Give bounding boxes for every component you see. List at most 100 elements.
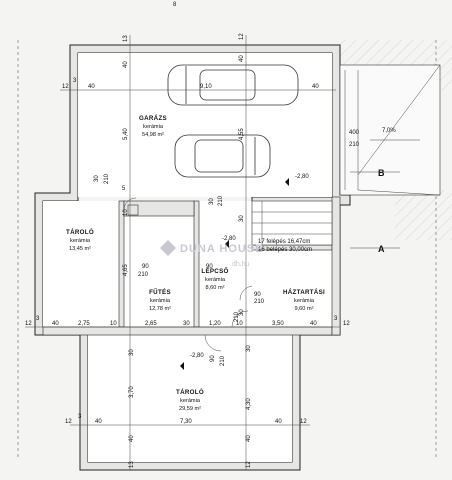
dim-row-40: 40 (52, 321, 59, 327)
wall-heating-stair (193, 200, 200, 328)
stairs (251, 200, 333, 246)
dim-bot-12: 12 (65, 419, 72, 425)
dim-bot-v12: 12 (246, 461, 252, 468)
dim-bot-3: 3 (78, 414, 82, 420)
level-markers (180, 178, 289, 370)
dim-row-3: 3 (36, 316, 40, 322)
dim-mid-30b: 30 (209, 198, 215, 205)
utility-material: kerámia (294, 298, 315, 304)
dim-row-275: 2,75 (78, 321, 90, 327)
dim-row-30a: 30 (183, 321, 190, 327)
terrain-hatch-mid (395, 190, 452, 240)
dim-top-12: 12 (62, 84, 69, 90)
ramp (339, 64, 441, 196)
heating-name: FŰTÉS (149, 288, 171, 296)
dim-mid-30a: 30 (94, 175, 100, 182)
wall-row-divider (42, 326, 333, 336)
dim-bot-40b: 40 (275, 419, 282, 425)
dim-bot-v40a: 40 (129, 435, 135, 442)
dim-top-40b: 40 (312, 84, 319, 90)
dim-bot-90: 90 (210, 355, 216, 362)
dim-row-10b: 10 (236, 321, 243, 327)
dim-mid-210c: 210 (138, 272, 149, 278)
dim-bot-v13: 13 (129, 461, 135, 468)
dim-v-540: 5,40 (123, 128, 129, 140)
dim-v-13: 13 (123, 35, 129, 42)
dim-bot-730: 7,30 (180, 419, 192, 425)
room-storage-left: TÁROLÓ kerámia 13,45 m² (66, 228, 94, 252)
room-garage: GARÁZS kerámia 54,98 m² (139, 115, 167, 138)
room-utility: HÁZTARTÁSI kerámia 9,60 m² (283, 289, 325, 312)
dim-bot-12b: 12 (300, 419, 307, 425)
section-arrows (350, 171, 400, 249)
dim-v-40r: 40 (239, 55, 245, 62)
dim-lp-90: 90 (206, 264, 213, 270)
stairwell-material: kerámia (205, 277, 226, 283)
stairwell-area: 8,60 m² (206, 285, 225, 291)
dim-top-910: 9,10 (200, 84, 212, 90)
dim-bot-v40b: 40 (246, 435, 252, 442)
dim-lp-210: 210 (234, 311, 240, 322)
room-stairwell: LÉPCSŐ kerámia 8,60 m² (201, 267, 228, 291)
dim-st-90: 90 (254, 292, 261, 298)
storage-bottom-floor (88, 335, 292, 462)
dim-row-265: 2,65 (145, 321, 157, 327)
dim-row-12: 12 (25, 321, 32, 327)
watermark-logo-icon (160, 240, 176, 256)
ramp-dim-210: 210 (349, 142, 360, 148)
dim-top-40a: 40 (88, 84, 95, 90)
storage-left-floor (43, 201, 119, 327)
storage-bottom-area: 29,59 m² (179, 406, 201, 412)
section-a-label: A (378, 244, 385, 254)
garage-area: 54,98 m² (142, 132, 164, 138)
dim-row-40b: 40 (310, 321, 317, 327)
dim-bot-40: 40 (95, 419, 102, 425)
wall-storage-heating (118, 200, 125, 328)
storage-bottom-material: kerámia (180, 398, 201, 404)
dim-bot-370: 3,70 (129, 386, 135, 398)
utility-floor (252, 250, 332, 327)
dim-bot-30a: 30 (129, 349, 135, 356)
level-bottom: -2,80 (190, 353, 204, 359)
dim-row-10a: 10 (110, 321, 117, 327)
dim-v-455: 4,55 (239, 128, 245, 140)
level-stair: -2,80 (222, 236, 236, 242)
ramp-dim-400: 400 (349, 130, 360, 136)
wall-right-mid (331, 196, 341, 336)
car-bottom (174, 134, 271, 178)
dim-bot-30b: 30 (246, 345, 252, 352)
dim-row-120: 1,20 (209, 321, 221, 327)
garage-floor (78, 53, 332, 197)
garage-material: kerámia (143, 124, 164, 130)
utility-area: 9,60 m² (295, 306, 314, 312)
dim-mid-210b: 210 (104, 173, 110, 184)
dim-row-3b: 3 (334, 316, 338, 322)
dim-top-3: 3 (73, 78, 77, 84)
dimension-labels: 12 3 40 9,10 40 13 40 12 40 5,40 4,55 30… (25, 33, 350, 468)
heating-area: 12,78 m² (149, 306, 171, 312)
stair-note-1: 17 felépés 16,47cm (258, 239, 310, 245)
level-garage: -2,80 (295, 174, 309, 180)
section-b-label: B (378, 168, 385, 178)
storage-left-name: TÁROLÓ (66, 228, 94, 236)
dim-row-12b: 12 (343, 321, 350, 327)
dim-mid-465: 4,65 (123, 264, 129, 276)
doors (123, 197, 253, 352)
dim-mid-30c: 30 (239, 215, 245, 222)
wall-heating-top (123, 200, 195, 217)
dim-bot-210: 210 (220, 355, 226, 366)
storage-left-area: 13,45 m² (69, 246, 91, 252)
utility-name: HÁZTARTÁSI (283, 289, 325, 296)
stair-floor (199, 201, 252, 327)
stair-note-2: 16 belépés 30,00cm (258, 247, 312, 253)
dim-row-350: 3,50 (272, 321, 284, 327)
dim-bot-430: 4,30 (246, 398, 252, 410)
dim-v-40: 40 (123, 61, 129, 68)
room-heating: FŰTÉS kerámia 12,78 m² (149, 288, 171, 312)
dim-st-30: 30 (239, 309, 245, 316)
storage-left-material: kerámia (70, 238, 91, 244)
room-storage-bottom: TÁROLÓ kerámia 29,59 m² (176, 388, 204, 412)
dim-v-12: 12 (239, 33, 245, 40)
heating-material: kerámia (150, 298, 171, 304)
